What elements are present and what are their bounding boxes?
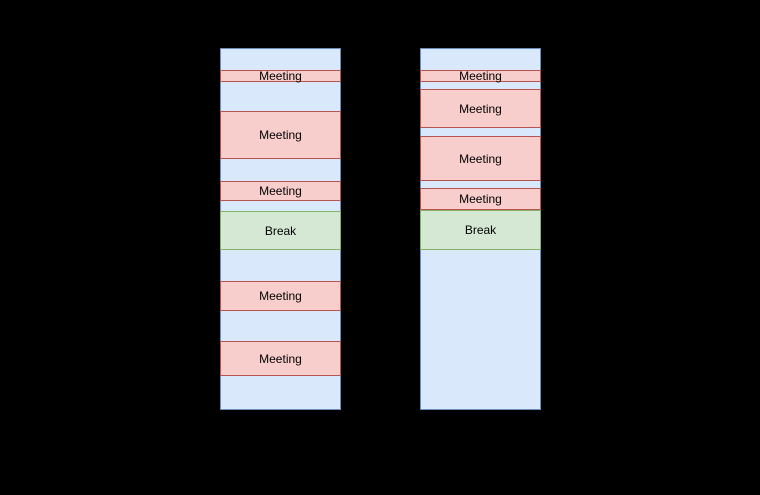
event-label: Meeting [259, 69, 302, 83]
event-label: Break [264, 223, 297, 238]
event-block-meeting: Meeting [220, 70, 341, 82]
event-block-meeting: Meeting [220, 181, 341, 201]
event-label: Meeting [459, 101, 502, 116]
event-block-meeting: Meeting [420, 89, 541, 128]
event-block-break: Break [420, 210, 541, 250]
event-block-meeting: Meeting [420, 188, 541, 210]
event-block-break: Break [220, 211, 341, 250]
event-label: Meeting [459, 192, 502, 206]
event-block-meeting: Meeting [220, 281, 341, 311]
event-block-meeting: Meeting [420, 136, 541, 181]
event-block-meeting: Meeting [220, 341, 341, 376]
event-block-meeting: Meeting [420, 70, 541, 82]
event-label: Meeting [459, 151, 502, 166]
event-label: Meeting [259, 289, 302, 303]
event-label: Break [464, 223, 497, 237]
event-label: Meeting [459, 69, 502, 83]
event-label: Meeting [259, 351, 302, 366]
event-label: Meeting [259, 128, 302, 142]
event-block-meeting: Meeting [220, 111, 341, 159]
event-label: Meeting [259, 184, 302, 198]
